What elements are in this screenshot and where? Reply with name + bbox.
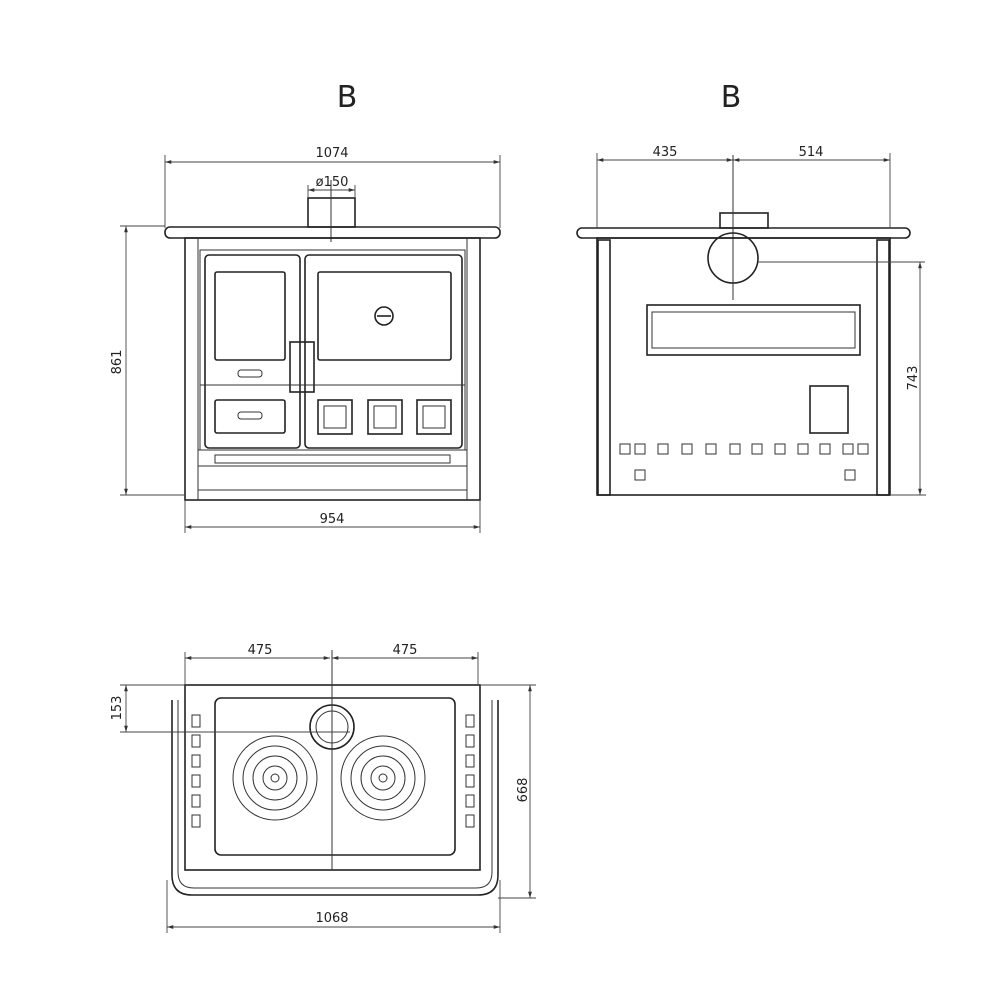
dimension-153: 153 [110,696,125,721]
dimension-1074: 1074 [315,146,348,161]
dimension-475-left: 475 [248,643,273,658]
dimension-954: 954 [320,512,345,527]
front-view-label: B [337,80,358,115]
dimension-475-right: 475 [393,643,418,658]
dimension-flue-diameter: ø150 [316,175,349,190]
rear-stove-drawing [576,155,925,496]
dimension-743: 743 [906,366,921,391]
dimension-1068: 1068 [315,911,348,926]
front-view: B 1074 ø150 861 954 [110,80,501,533]
top-stove-drawing [120,650,499,896]
top-view: 475 475 153 668 1068 [110,643,536,933]
dimension-668: 668 [516,778,531,803]
rear-view-label: B [721,80,742,115]
dimension-861: 861 [110,350,125,375]
dimension-514: 514 [799,145,824,160]
front-stove-drawing [164,180,501,501]
dimension-435: 435 [653,145,678,160]
rear-view: B 435 514 743 [576,80,926,496]
